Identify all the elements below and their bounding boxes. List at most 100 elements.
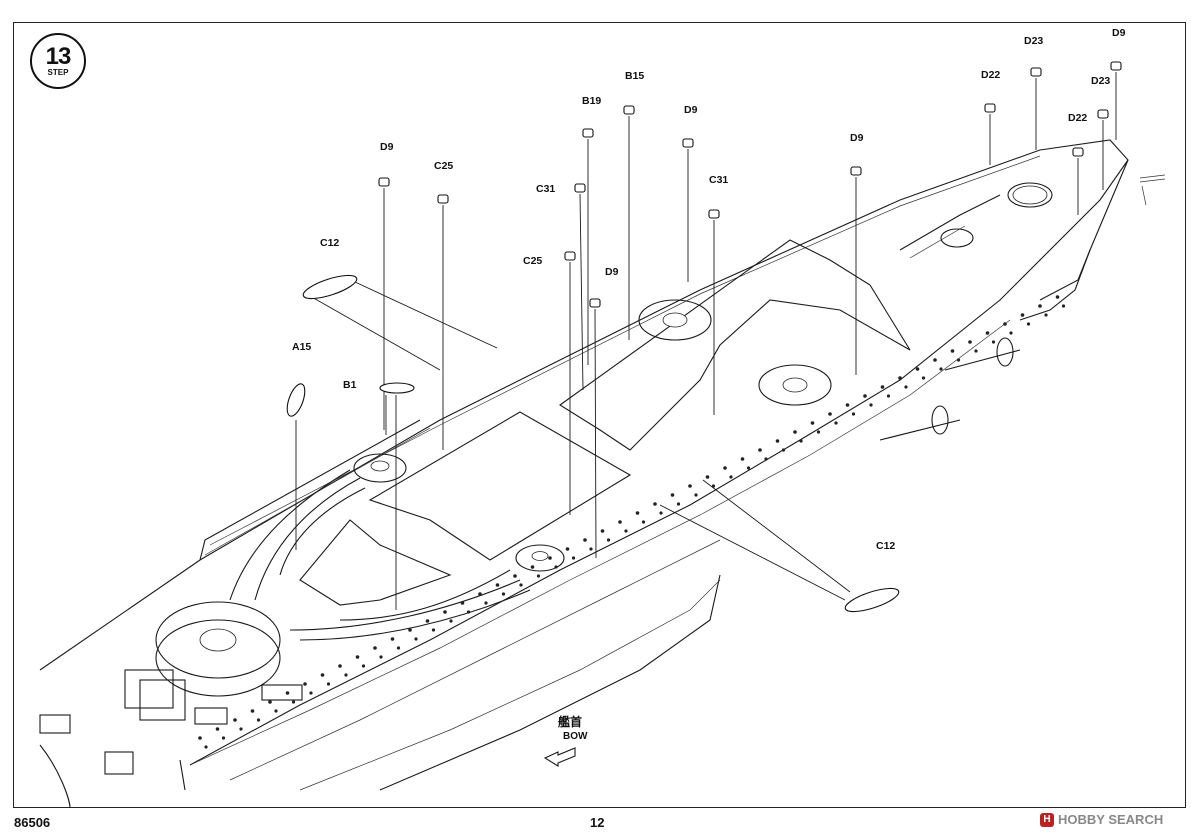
leader-line [659, 479, 851, 601]
propeller-area [879, 337, 1021, 441]
bow-label-en: BOW [563, 731, 588, 742]
porthole [513, 574, 517, 578]
porthole [338, 664, 342, 668]
porthole [898, 376, 902, 380]
part-callout: C31 [708, 174, 728, 219]
part-shape [286, 383, 306, 417]
part-shape [574, 183, 586, 193]
part-shape [437, 194, 449, 204]
part-callout: B19 [582, 95, 601, 138]
part-callout: D9 [589, 266, 619, 308]
part-shape [682, 138, 694, 148]
part-shape [302, 274, 358, 300]
porthole [933, 358, 937, 362]
porthole [921, 376, 926, 380]
part-callout: B15 [623, 70, 644, 115]
porthole [915, 367, 920, 371]
porthole [536, 574, 541, 578]
porthole [495, 583, 500, 587]
part-callout: C25 [434, 160, 453, 204]
porthole [653, 502, 657, 506]
deck-plating [299, 194, 1001, 606]
porthole [775, 439, 780, 443]
part-callout: D23 [1091, 75, 1110, 119]
part-label: D9 [850, 132, 864, 144]
porthole [565, 547, 570, 551]
porthole [431, 628, 436, 632]
porthole [443, 610, 447, 614]
part-label: D22 [1068, 112, 1087, 124]
porthole [863, 394, 867, 398]
porthole [291, 700, 296, 704]
step-word: STEP [47, 67, 69, 77]
porthole [355, 655, 360, 659]
step-number: 13 [45, 42, 72, 70]
part-label: C12 [320, 237, 339, 249]
porthole [449, 619, 453, 623]
porthole [519, 583, 523, 587]
part-leader-lines [295, 72, 1117, 610]
porthole [985, 331, 990, 335]
porthole [880, 385, 885, 389]
bow-arrow [543, 747, 576, 767]
porthole [396, 646, 401, 650]
porthole [676, 502, 681, 506]
porthole [974, 349, 978, 353]
part-shape [1097, 109, 1109, 119]
porthole [239, 727, 243, 731]
part-label: D23 [1024, 35, 1043, 47]
part-label: B1 [343, 379, 357, 391]
porthole [1038, 304, 1042, 308]
part-label: C25 [434, 160, 453, 172]
part-label: B19 [582, 95, 601, 107]
part-callout: D9 [378, 141, 394, 187]
porthole [694, 493, 698, 497]
porthole [781, 448, 786, 452]
kit-code: 86506 [14, 815, 51, 830]
part-label: B15 [625, 70, 644, 82]
leader-line [385, 395, 397, 610]
part-label: C31 [709, 174, 728, 186]
part-shape [1030, 67, 1042, 77]
porthole [799, 439, 803, 443]
porthole [583, 538, 587, 542]
porthole [530, 565, 535, 569]
watermark: H HOBBY SEARCH [1040, 812, 1163, 827]
part-callout: C25 [523, 251, 576, 267]
porthole [221, 736, 226, 740]
part-label: D22 [981, 69, 1000, 81]
porthole [939, 367, 943, 371]
leader-line [594, 308, 597, 559]
hull-outline [39, 139, 1166, 791]
part-label: D9 [684, 104, 698, 116]
porthole [285, 691, 290, 695]
porthole [361, 664, 366, 668]
porthole [688, 484, 692, 488]
porthole [886, 394, 891, 398]
porthole [624, 529, 628, 533]
part-callout: D9 [682, 104, 698, 148]
part-shape [708, 209, 720, 219]
porthole [571, 556, 576, 560]
porthole [828, 412, 832, 416]
watermark-text: HOBBY SEARCH [1058, 812, 1164, 827]
porthole [723, 466, 727, 470]
part-shape [623, 105, 635, 115]
porthole [326, 682, 331, 686]
porthole [303, 682, 307, 686]
part-label: C31 [536, 183, 555, 195]
porthole [950, 349, 955, 353]
part-label: D9 [1112, 27, 1126, 39]
porthole [705, 475, 710, 479]
porthole [548, 556, 552, 560]
porthole [956, 358, 961, 362]
part-shape [378, 177, 390, 187]
porthole [1055, 295, 1060, 299]
porthole [991, 340, 996, 344]
part-callout: D9 [1110, 27, 1126, 71]
porthole [1020, 313, 1025, 317]
porthole [250, 709, 255, 713]
